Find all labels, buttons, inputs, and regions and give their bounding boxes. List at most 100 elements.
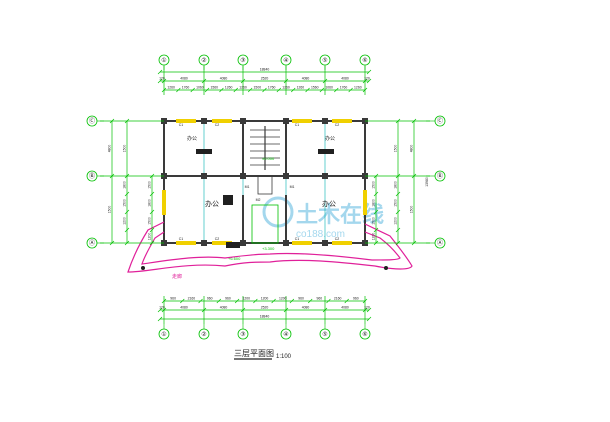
dim-tick	[233, 87, 239, 93]
axis-bubble-top-label: ④	[283, 57, 288, 64]
dim-left-window-label: 1200	[148, 233, 152, 241]
watermark-cn: 土木在线	[296, 202, 384, 227]
level-mark: ±0.000	[262, 156, 275, 161]
dim-tick	[307, 298, 313, 304]
column	[283, 240, 289, 246]
axis-bubble-bottom-label: ③	[240, 331, 245, 338]
window-tag: C2	[335, 123, 340, 127]
dim-bottom-detail-label: 960	[170, 297, 176, 301]
axis-bubble-top-label: ①	[161, 57, 166, 64]
dim-right-window-label: 1500	[372, 217, 376, 225]
window	[332, 241, 352, 245]
dim-tick	[124, 191, 130, 197]
window-tag: C2	[215, 123, 220, 127]
dim-tick	[204, 87, 210, 93]
window	[363, 190, 367, 215]
dim-top-detail-label: 1060	[196, 86, 204, 90]
level-mark: +3.300	[262, 246, 275, 251]
dim-tick	[157, 316, 163, 322]
dim-tick	[276, 87, 282, 93]
dim-bottom-detail-label: 1200	[279, 297, 287, 301]
dim-top-bays-label: 4080	[220, 77, 228, 81]
dim-right-outer-label: 4800	[410, 145, 414, 153]
dim-tick	[176, 87, 181, 93]
dim-right-outer-label: 1500	[410, 206, 414, 214]
axis-bubble-left-label: Ⓑ	[89, 172, 95, 180]
equipment-block-2	[318, 149, 334, 154]
window-tag: C1	[295, 123, 300, 127]
axis-bubble-top-label: ⑥	[362, 57, 367, 64]
room-label: 办公	[322, 199, 336, 208]
dim-right-window-label: 1800	[372, 199, 376, 207]
dim-bottom-total-label: 18840	[260, 315, 270, 319]
dim-top-detail-label: 1500	[254, 86, 262, 90]
equipment-block-1	[196, 149, 212, 154]
equipment	[196, 149, 334, 248]
dim-tick	[290, 87, 296, 93]
dim-top-detail-label: 1260	[282, 86, 290, 90]
dim-tick	[395, 191, 401, 197]
column	[240, 240, 246, 246]
dim-tick	[319, 87, 325, 93]
dim-tick	[190, 87, 195, 93]
dim-tick	[124, 209, 130, 215]
dim-left-inner-label: 1800	[123, 181, 127, 189]
axis-bubble-top-label: ②	[201, 57, 206, 64]
window	[332, 119, 352, 123]
window-tag: C1	[295, 237, 300, 241]
watermark: 土木在线 co188.com	[262, 196, 384, 240]
dim-tick	[198, 298, 203, 304]
column	[283, 173, 289, 179]
dim-tick	[305, 87, 310, 93]
axis-bubble-bottom-label: ②	[201, 331, 206, 338]
dim-left-inner-label: 1200	[123, 217, 127, 225]
dim-top-bays-label: 4080	[341, 77, 349, 81]
window	[176, 119, 196, 123]
axis-bubble-bottom-label: ⑤	[322, 331, 327, 338]
dim-right-inner-label: 1800	[394, 181, 398, 189]
dim-top-detail-label: 1060	[325, 86, 333, 90]
dim-bottom-detail-label: 1200	[261, 297, 269, 301]
dim-tick	[157, 78, 163, 84]
dim-tick	[124, 227, 130, 233]
dim-tick	[289, 298, 295, 304]
dim-tick	[348, 87, 353, 93]
dim-tick	[180, 298, 185, 304]
dim-left-outer-label: 4800	[108, 145, 112, 153]
dim-tick	[334, 87, 339, 93]
column	[283, 118, 289, 124]
column	[201, 118, 207, 124]
dim-tick	[271, 298, 276, 304]
window-tag: M2	[256, 198, 261, 202]
dim-tick	[366, 69, 372, 75]
dim-tick	[149, 209, 155, 215]
room-label: 办公	[325, 135, 335, 142]
dim-top-bays-label: 2520	[261, 77, 269, 81]
room-label: 办公	[187, 135, 197, 142]
dim-right-window-label: 1200	[372, 233, 376, 241]
dim-top-detail-label: 1760	[182, 86, 190, 90]
dim-bottom-detail-label: 960	[353, 297, 359, 301]
dim-tick	[219, 87, 224, 93]
axis-bubble-left-label: Ⓒ	[89, 117, 95, 125]
dim-top-bays-label: 4080	[302, 77, 310, 81]
axis-bubble-right-label: Ⓑ	[437, 172, 443, 180]
dim-bottom-detail-label: 1200	[242, 297, 250, 301]
dim-left-inner-label: 1500	[123, 199, 127, 207]
column	[322, 118, 328, 124]
column	[322, 173, 328, 179]
dim-tick	[253, 298, 258, 304]
axis-bubble-bottom-label: ④	[283, 331, 288, 338]
dim-tick	[373, 227, 379, 233]
drawing-scale: 1:100	[276, 354, 292, 360]
window	[176, 241, 196, 245]
window	[212, 241, 232, 245]
dim-bottom-detail-label: 960	[316, 297, 322, 301]
dim-left-inner-label: 1500	[123, 145, 127, 153]
watermark-en: co188.com	[296, 229, 345, 240]
dim-bottom-bays-label: 4080	[302, 306, 310, 310]
axis-bubble-left-label: Ⓐ	[89, 239, 95, 247]
column	[201, 173, 207, 179]
